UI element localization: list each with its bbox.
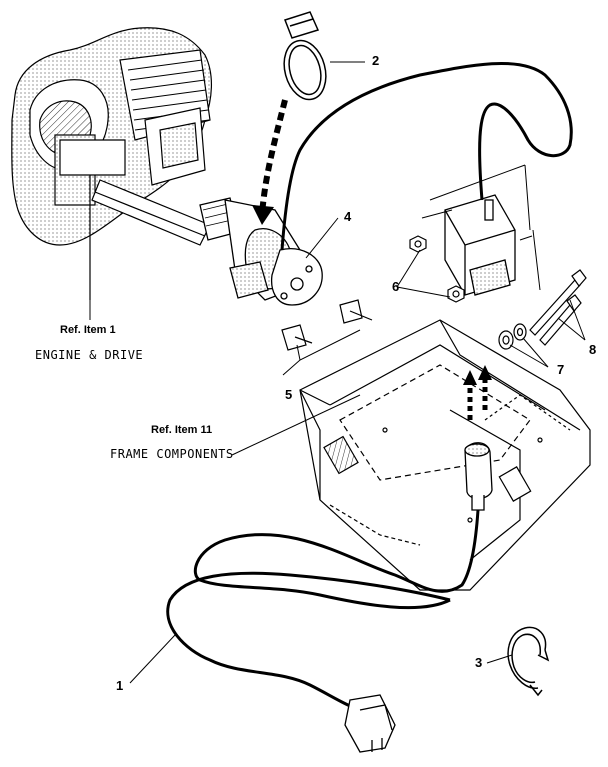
ref-frame-label: Ref. Item 11 [151,424,213,436]
engine-assembly [11,27,213,300]
callout-1: 1 [116,678,124,693]
callout-2: 2 [372,53,380,68]
engine-drive-caption: ENGINE & DRIVE [35,348,144,362]
leader-lines [89,61,586,684]
callout-4: 4 [344,209,352,224]
washers [498,323,527,350]
callout-6: 6 [392,279,400,294]
frame [299,319,591,591]
power-cord [166,509,480,712]
callout-5: 5 [285,387,293,402]
ref-engine-label: Ref. Item 1 [60,324,116,336]
switch-box [444,194,516,296]
frame-components-caption: FRAME COMPONENTS [110,447,234,461]
callout-3: 3 [475,655,483,670]
hose-clamp [283,11,327,101]
callout-8: 8 [589,342,597,357]
power-cord-plug [344,694,396,753]
arrow-head-frame-2 [478,365,492,380]
mounting-bolts [281,299,373,351]
arrow-head-frame-1 [463,370,477,385]
arrow-head-clamp [252,205,274,225]
screws [529,269,587,346]
install-arrow-clamp [259,99,288,216]
cord-socket [464,442,493,511]
retaining-ring [507,626,550,697]
nuts [409,235,465,303]
ignition-wire [280,61,573,251]
starter-motor [199,197,323,306]
callout-7: 7 [557,362,565,377]
